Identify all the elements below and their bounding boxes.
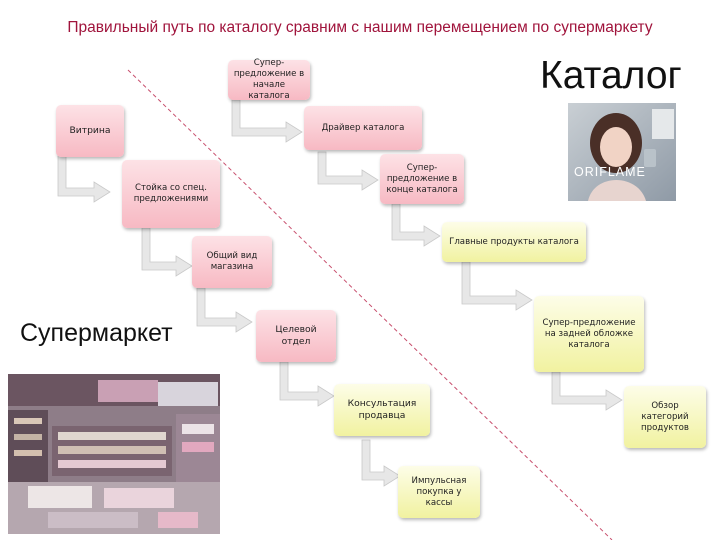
supermarket-heading: Супермаркет (20, 319, 173, 347)
step-superoffer-start: Супер-предложение в начале каталога (228, 58, 310, 101)
arrow-connector (461, 261, 533, 311)
step-main-products: Главные продукты каталога (442, 222, 586, 262)
arrow-connector (231, 99, 303, 143)
step-categories-overview: Обзор категорий продуктов (624, 386, 706, 448)
arrow-connector (361, 439, 401, 487)
step-seller-consultation: Консультация продавца (334, 384, 430, 436)
arrow-connector (57, 155, 111, 203)
step-superoffer-back-cover: Супер-предложение на задней обложке ката… (534, 296, 644, 372)
catalog-cover-image: ORIFLAME (568, 103, 676, 201)
catalog-cover-illustration (568, 103, 676, 201)
step-superoffer-end: Супер-предложение в конце каталога (380, 154, 464, 204)
catalog-brand-text: ORIFLAME (574, 165, 646, 179)
arrow-connector (391, 203, 441, 247)
step-special-offers-stand: Стойка со спец. предложениями (122, 160, 220, 228)
step-impulse-purchase: Импульсная покупка у кассы (398, 466, 480, 518)
arrow-connector (551, 371, 623, 411)
step-vitrina: Витрина (56, 105, 124, 157)
slide-title: Правильный путь по каталогу сравним с на… (67, 19, 653, 36)
step-store-overview: Общий вид магазина (192, 236, 272, 288)
arrow-connector (196, 287, 253, 333)
store-interior-illustration (8, 374, 220, 534)
arrow-connector (141, 227, 193, 277)
diagonal-divider (127, 69, 613, 540)
arrow-connector (317, 151, 379, 191)
step-catalog-driver: Драйвер каталога (304, 106, 422, 150)
step-target-department: Целевой отдел (256, 310, 336, 362)
arrow-connector (279, 361, 335, 407)
catalog-heading: Каталог (540, 54, 682, 97)
supermarket-photo (8, 374, 220, 534)
